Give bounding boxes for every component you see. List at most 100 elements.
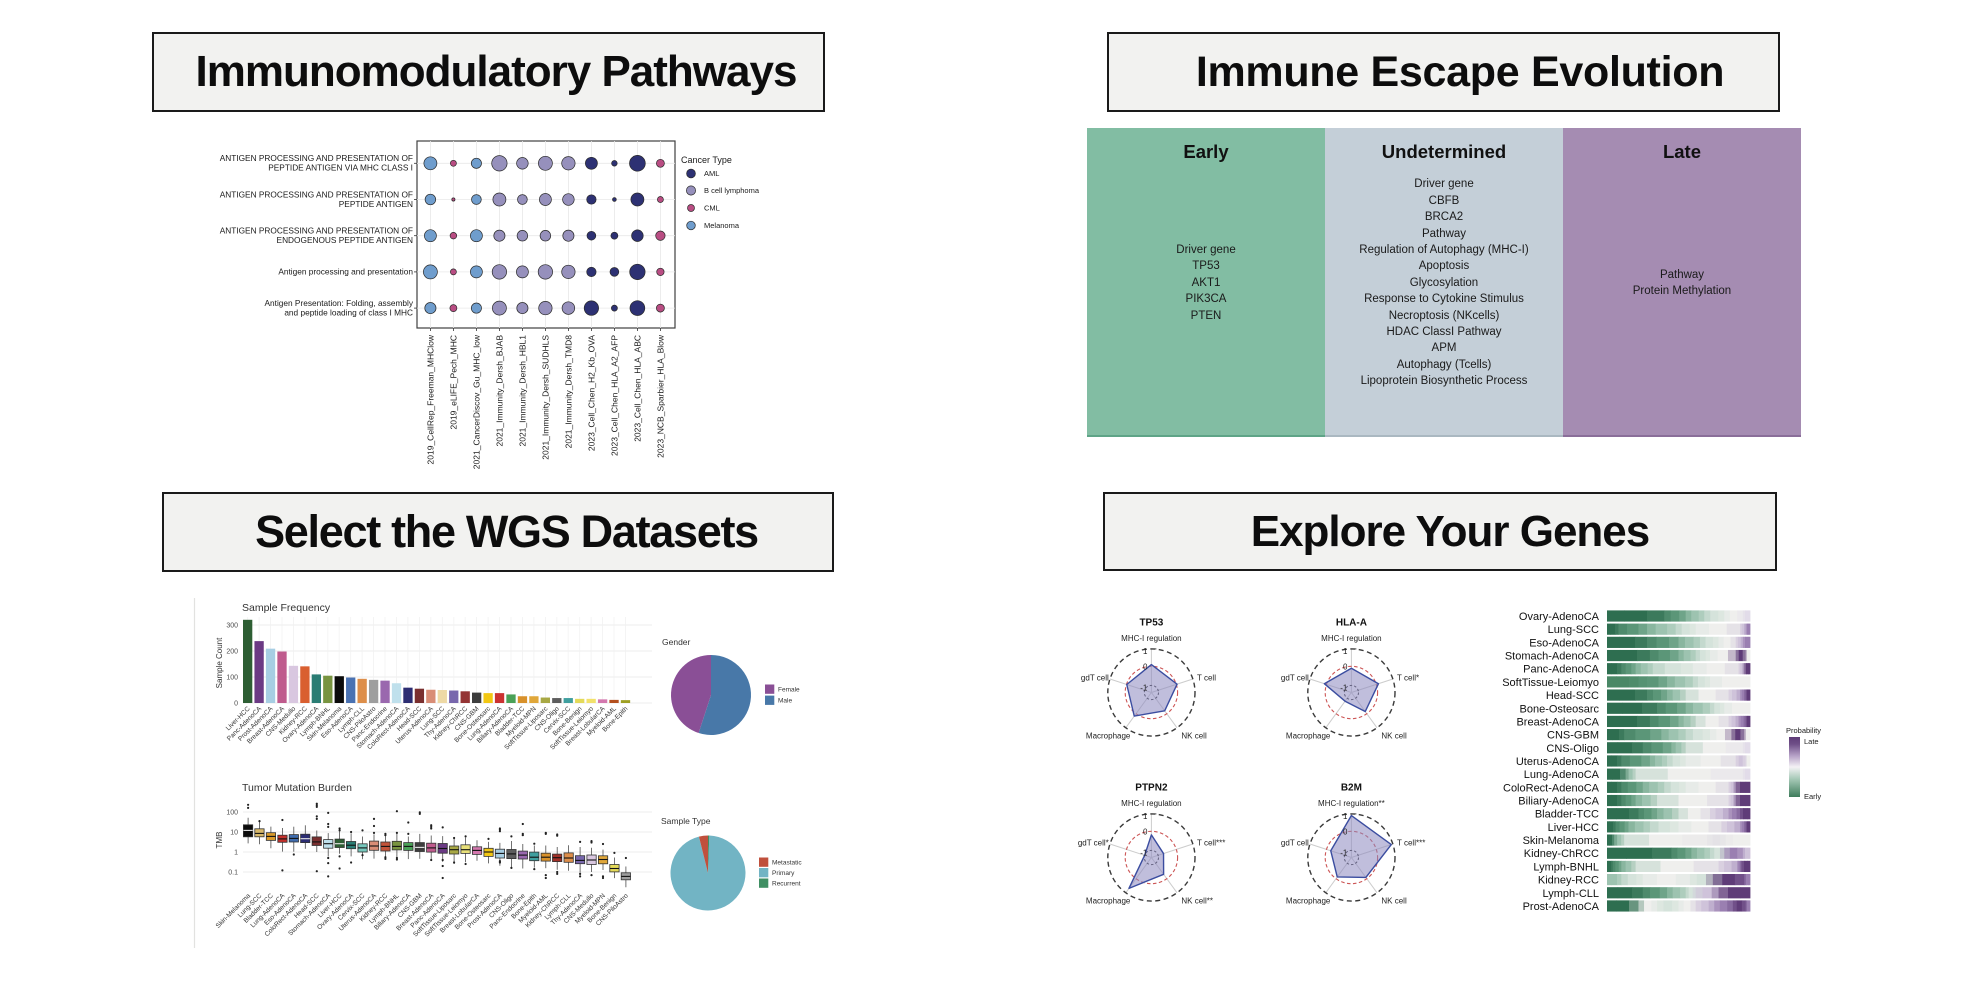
svg-text:2021_Immunity_Dersh_BJAB: 2021_Immunity_Dersh_BJAB (494, 335, 504, 447)
svg-text:Head-SCC: Head-SCC (1546, 690, 1599, 702)
svg-text:Lymph-CLL: Lymph-CLL (1543, 888, 1599, 900)
svg-text:T cell: T cell (1197, 674, 1216, 683)
svg-text:2021_CancerDiscov_Gu_MHC_low: 2021_CancerDiscov_Gu_MHC_low (471, 334, 481, 469)
svg-text:T cell***: T cell*** (1197, 839, 1225, 848)
svg-text:2023_Cell_Chen_HLA_ABC: 2023_Cell_Chen_HLA_ABC (632, 335, 642, 442)
svg-text:gdT cell: gdT cell (1281, 839, 1309, 848)
svg-text:Female: Female (778, 686, 800, 693)
svg-text:Kidney-ChRCC: Kidney-ChRCC (1524, 848, 1599, 860)
svg-text:Liver-HCC: Liver-HCC (1548, 822, 1599, 834)
svg-text:Macrophage: Macrophage (1086, 732, 1131, 741)
svg-text:Melanoma: Melanoma (704, 221, 740, 230)
svg-text:gdT cell: gdT cell (1081, 674, 1109, 683)
svg-text:Primary: Primary (772, 870, 795, 877)
svg-text:ANTIGEN PROCESSING AND PRESENT: ANTIGEN PROCESSING AND PRESENTATION OF (220, 226, 413, 236)
svg-text:NK cell: NK cell (1381, 897, 1407, 906)
svg-text:ENDOGENOUS PEPTIDE ANTIGEN: ENDOGENOUS PEPTIDE ANTIGEN (277, 235, 413, 245)
svg-text:Male: Male (778, 697, 792, 704)
svg-text:MHC-I regulation**: MHC-I regulation** (1318, 799, 1385, 808)
svg-text:Metastatic: Metastatic (772, 859, 802, 866)
svg-text:ANTIGEN PROCESSING AND PRESENT: ANTIGEN PROCESSING AND PRESENTATION OF (220, 189, 413, 199)
svg-text:Ovary-AdenoCA: Ovary-AdenoCA (1519, 611, 1600, 623)
svg-text:0: 0 (1343, 662, 1348, 671)
svg-text:200: 200 (226, 648, 238, 655)
svg-text:ANTIGEN PROCESSING AND PRESENT: ANTIGEN PROCESSING AND PRESENTATION OF (220, 153, 413, 163)
svg-text:T cell***: T cell*** (1397, 839, 1425, 848)
svg-text:MHC-I regulation: MHC-I regulation (1321, 634, 1381, 643)
svg-text:1: 1 (1343, 812, 1348, 821)
svg-text:T cell*: T cell* (1397, 674, 1419, 683)
svg-text:Bone-Osteosarc: Bone-Osteosarc (1520, 703, 1600, 715)
svg-text:2023_Cell_Chen_H2_Kb_OVA: 2023_Cell_Chen_H2_Kb_OVA (586, 335, 596, 451)
svg-text:Sample Type: Sample Type (661, 816, 711, 826)
svg-text:B2M: B2M (1341, 783, 1362, 794)
svg-text:0: 0 (1143, 827, 1148, 836)
svg-text:100: 100 (226, 809, 238, 816)
svg-text:Stomach-AdenoCA: Stomach-AdenoCA (1505, 651, 1600, 663)
svg-text:Gender: Gender (662, 637, 691, 647)
svg-text:Biliary-AdenoCA: Biliary-AdenoCA (1518, 796, 1599, 808)
svg-text:Recurrent: Recurrent (772, 880, 801, 887)
svg-text:CML: CML (704, 204, 720, 213)
svg-text:B cell lymphoma: B cell lymphoma (704, 186, 760, 195)
svg-text:MHC-I regulation: MHC-I regulation (1121, 799, 1181, 808)
svg-text:Macrophage: Macrophage (1086, 897, 1131, 906)
svg-text:Skin-Melanoma: Skin-Melanoma (1523, 835, 1600, 847)
svg-text:Kidney-RCC: Kidney-RCC (1538, 875, 1599, 887)
svg-text:Probability: Probability (1786, 726, 1821, 735)
svg-text:Antigen Presentation: Folding,: Antigen Presentation: Folding, assembly (264, 298, 413, 308)
svg-text:Panc-AdenoCA: Panc-AdenoCA (1523, 664, 1599, 676)
svg-text:2021_Immunity_Dersh_SUDHLS: 2021_Immunity_Dersh_SUDHLS (540, 335, 550, 460)
svg-text:NK cell: NK cell (1181, 732, 1207, 741)
svg-text:PEPTIDE ANTIGEN VIA MHC CLASS: PEPTIDE ANTIGEN VIA MHC CLASS I (268, 163, 413, 173)
svg-text:Lung-AdenoCA: Lung-AdenoCA (1524, 769, 1600, 781)
svg-text:CNS-GBM: CNS-GBM (1547, 730, 1599, 742)
svg-text:0: 0 (1343, 827, 1348, 836)
svg-text:Uterus-AdenoCA: Uterus-AdenoCA (1516, 756, 1600, 768)
svg-text:Late: Late (1804, 737, 1819, 746)
svg-text:2019_CellRep_Freeman_MHClow: 2019_CellRep_Freeman_MHClow (425, 334, 435, 464)
svg-text:-1: -1 (1140, 849, 1148, 858)
svg-text:ColoRect-AdenoCA: ColoRect-AdenoCA (1503, 782, 1600, 794)
svg-text:2023_NCB_Sparbier_HLA_Blow: 2023_NCB_Sparbier_HLA_Blow (655, 334, 665, 458)
svg-text:Macrophage: Macrophage (1286, 732, 1331, 741)
svg-text:Macrophage: Macrophage (1286, 897, 1331, 906)
svg-text:Eso-AdenoCA: Eso-AdenoCA (1529, 637, 1599, 649)
svg-text:Lymph-BNHL: Lymph-BNHL (1533, 861, 1599, 873)
svg-text:CNS-Oligo: CNS-Oligo (1546, 743, 1599, 755)
svg-text:300: 300 (226, 622, 238, 629)
svg-text:Breast-AdenoCA: Breast-AdenoCA (1516, 716, 1599, 728)
svg-text:and peptide loading of class I: and peptide loading of class I MHC (284, 308, 413, 318)
svg-text:gdT cell*: gdT cell* (1078, 839, 1109, 848)
svg-text:AML: AML (704, 169, 719, 178)
svg-text:PTPN2: PTPN2 (1135, 783, 1168, 794)
svg-text:TMB: TMB (215, 832, 224, 849)
svg-text:10: 10 (230, 829, 238, 836)
svg-text:Cancer Type: Cancer Type (681, 155, 732, 165)
svg-text:1: 1 (234, 849, 238, 856)
svg-text:Early: Early (1804, 792, 1821, 801)
svg-text:Lung-SCC: Lung-SCC (1548, 624, 1599, 636)
svg-text:-1: -1 (1340, 849, 1348, 858)
svg-text:2023_Cell_Chen_HLA_A2_AFP: 2023_Cell_Chen_HLA_A2_AFP (609, 335, 619, 456)
svg-text:2021_Immunity_Dersh_HBL1: 2021_Immunity_Dersh_HBL1 (517, 335, 527, 447)
svg-text:TP53: TP53 (1139, 618, 1163, 629)
svg-text:-1: -1 (1340, 684, 1348, 693)
svg-text:Sample Count: Sample Count (215, 637, 224, 688)
svg-text:1: 1 (1143, 647, 1148, 656)
svg-text:100: 100 (226, 674, 238, 681)
svg-text:Prost-AdenoCA: Prost-AdenoCA (1523, 901, 1600, 913)
svg-text:Antigen processing and present: Antigen processing and presentation (278, 267, 413, 277)
svg-text:2019_eLIFE_Pech_MHC: 2019_eLIFE_Pech_MHC (448, 335, 458, 430)
svg-text:HLA-A: HLA-A (1336, 618, 1367, 629)
svg-text:1: 1 (1343, 647, 1348, 656)
svg-text:gdT cell: gdT cell (1281, 674, 1309, 683)
svg-text:PEPTIDE ANTIGEN: PEPTIDE ANTIGEN (339, 199, 413, 209)
svg-text:SoftTissue-Leiomyo: SoftTissue-Leiomyo (1502, 677, 1599, 689)
svg-text:Tumor Mutation Burden: Tumor Mutation Burden (242, 782, 352, 794)
svg-text:0: 0 (234, 700, 238, 707)
svg-text:MHC-I regulation: MHC-I regulation (1121, 634, 1181, 643)
svg-text:2021_Immunity_Dersh_TMD8: 2021_Immunity_Dersh_TMD8 (563, 335, 573, 449)
svg-text:0.1: 0.1 (228, 869, 238, 876)
svg-text:NK cell: NK cell (1381, 732, 1407, 741)
